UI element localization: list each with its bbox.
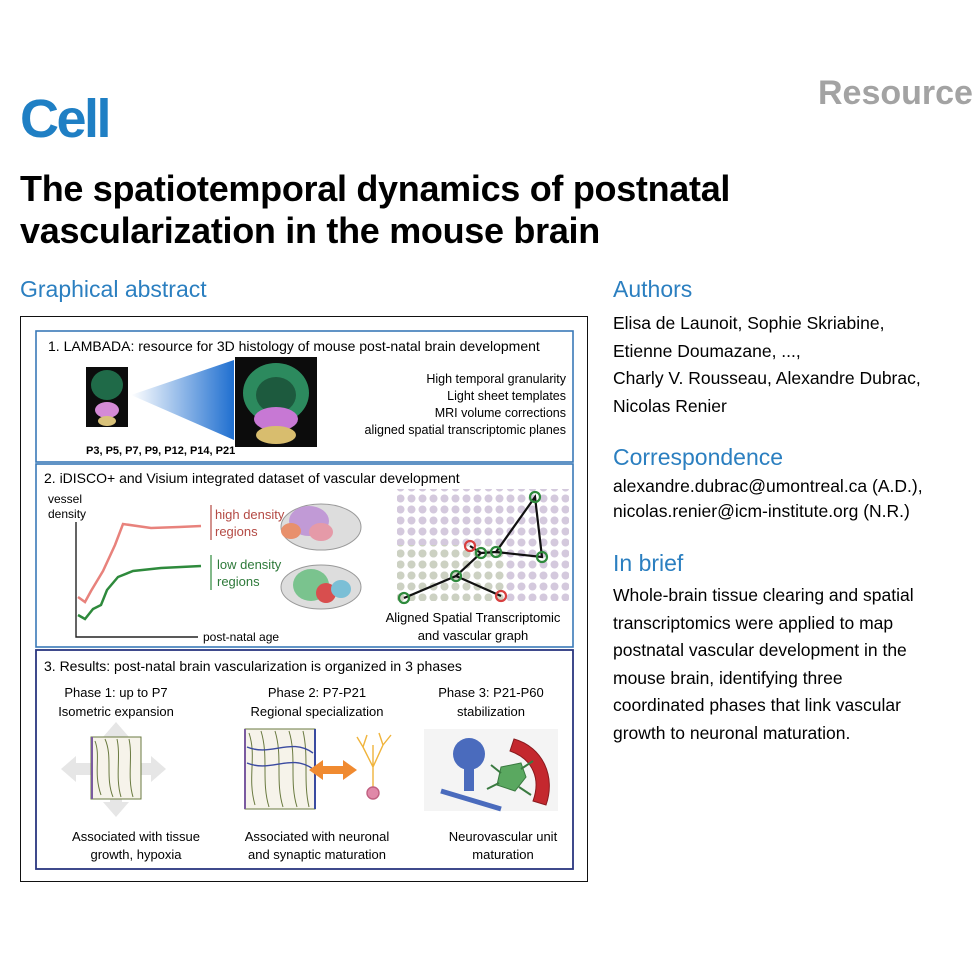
in-brief-heading: In brief — [613, 550, 684, 576]
in-brief-line-1: Whole-brain tissue clearing and spatial — [613, 585, 914, 605]
phase-3-note-2: maturation — [472, 847, 533, 862]
graph-nodes — [397, 490, 549, 605]
correspondence-text: alexandre.dubrac@umontreal.ca (A.D.), ni… — [613, 474, 979, 524]
neuron-illustration — [356, 732, 392, 800]
phase-1-note-1: Associated with tissue — [72, 829, 200, 844]
high-density-line — [77, 522, 202, 604]
spatial-transcriptomic-grid — [397, 489, 569, 601]
email-dubrac-link[interactable]: alexandre.dubrac@umontreal.ca (A.D.), — [613, 476, 923, 496]
authors-list: Elisa de Launoit, Sophie Skriabine, Etie… — [613, 310, 979, 420]
high-density-label-1: high density — [215, 507, 285, 522]
panel-1-frame — [35, 330, 574, 463]
panel-2-frame — [35, 463, 574, 648]
low-density-label-2: regions — [217, 574, 260, 589]
authors-line-4: Nicolas Renier — [613, 395, 727, 416]
article-type-label: Resource — [818, 74, 973, 112]
phase-3-title: Phase 3: P21-P60 — [438, 685, 544, 700]
authors-line-1: Elisa de Launoit, Sophie Skriabine, — [613, 313, 885, 333]
feature-4: aligned spatial transcriptomic planes — [365, 423, 567, 437]
spatial-label-2: and vascular graph — [418, 628, 529, 643]
panel-3-title: 3. Results: post-natal brain vasculariza… — [44, 658, 462, 674]
in-brief-line-3: postnatal vascular development in the — [613, 640, 907, 660]
high-density-label-2: regions — [215, 524, 258, 539]
panel-3-frame — [35, 649, 574, 870]
x-axis-label: post-natal age — [203, 630, 279, 644]
phase-3-subtitle: stabilization — [457, 704, 525, 719]
panel-1-title: 1. LAMBADA: resource for 3D histology of… — [48, 338, 540, 354]
in-brief-text: Whole-brain tissue clearing and spatial … — [613, 582, 979, 747]
authors-line-2: Etienne Doumazane, ..., — [613, 340, 801, 361]
email-renier-link[interactable]: nicolas.renier@icm-institute.org (N.R.) — [613, 501, 910, 521]
phase-1-subtitle: Isometric expansion — [58, 704, 174, 719]
panel-2-title: 2. iDISCO+ and Visium integrated dataset… — [44, 470, 460, 486]
brain-high-density-image — [280, 503, 362, 551]
in-brief-line-6: growth to neuronal maturation. — [613, 722, 851, 743]
phase-1-note-2: growth, hypoxia — [90, 847, 182, 862]
feature-1: High temporal granularity — [426, 372, 566, 386]
low-density-label-1: low density — [217, 557, 282, 572]
neurovascular-unit-illustration — [424, 729, 558, 812]
title-line-2: vascularization in the mouse brain — [20, 210, 600, 251]
spatial-label-1: Aligned Spatial Transcriptomic — [386, 610, 561, 625]
brain-low-density-image — [280, 564, 362, 610]
authors-line-3: Charly V. Rousseau, Alexandre Dubrac, — [613, 368, 921, 388]
graphical-abstract-svg: 1. LAMBADA: resource for 3D histology of… — [35, 330, 574, 870]
graphical-abstract-figure: 1. LAMBADA: resource for 3D histology of… — [20, 316, 588, 882]
chart-axes — [75, 522, 198, 638]
feature-3: MRI volume corrections — [435, 406, 566, 420]
phase-2-specialization-illustration — [244, 728, 316, 810]
paper-title: The spatiotemporal dynamics of postnatal… — [20, 168, 900, 252]
scaling-cone — [131, 360, 234, 440]
correspondence-heading: Correspondence — [613, 444, 784, 470]
phase-2-subtitle: Regional specialization — [251, 704, 384, 719]
phase-3-note-1: Neurovascular unit — [449, 829, 558, 844]
title-line-1: The spatiotemporal dynamics of postnatal — [20, 168, 731, 209]
phase-1-title: Phase 1: up to P7 — [64, 685, 167, 700]
phase-1-expansion-illustration — [61, 722, 166, 817]
phase-2-note-2: and synaptic maturation — [248, 847, 386, 862]
y-axis-label-2: density — [48, 507, 86, 521]
phase-2-title: Phase 2: P7-P21 — [268, 685, 366, 700]
authors-heading: Authors — [613, 276, 693, 302]
in-brief-line-2: transcriptomics were applied to map — [613, 612, 894, 633]
large-brain-image — [235, 357, 317, 447]
in-brief-line-5: coordinated phases that link vascular — [613, 695, 901, 715]
journal-logo: Cell — [20, 89, 112, 149]
double-arrow-icon — [309, 760, 357, 780]
graphical-abstract-heading: Graphical abstract — [20, 276, 207, 302]
in-brief-line-4: mouse brain, identifying three — [613, 667, 843, 688]
y-axis-label-1: vessel — [48, 492, 82, 506]
low-density-line — [77, 564, 202, 621]
feature-2: Light sheet templates — [447, 389, 566, 403]
vascular-graph — [403, 494, 544, 600]
small-brain-image — [86, 367, 128, 427]
age-list: P3, P5, P7, P9, P12, P14, P21 — [86, 445, 235, 457]
phase-2-note-1: Associated with neuronal — [245, 829, 390, 844]
